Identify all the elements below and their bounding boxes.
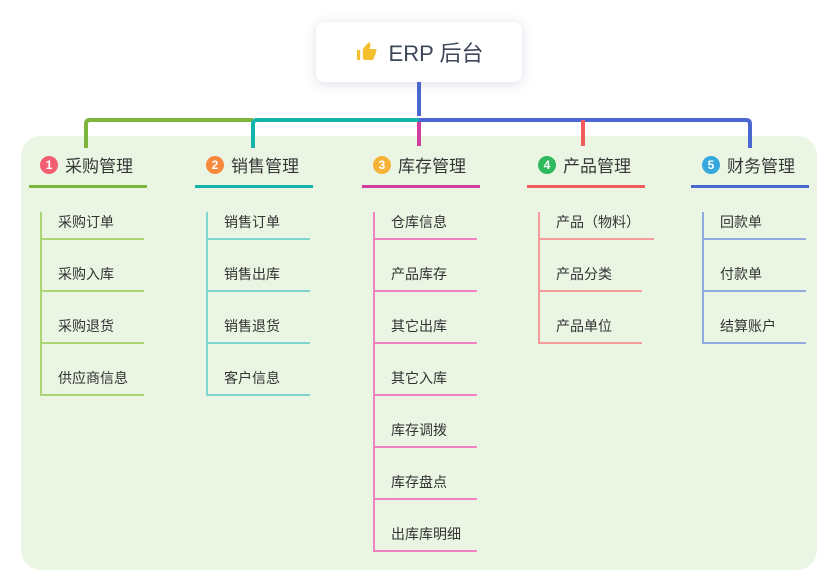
- branch-children: 销售订单 销售出库 销售退货 客户信息: [206, 212, 313, 396]
- branch-purchase: 1 采购管理 采购订单 采购入库 采购退货 供应商信息: [29, 146, 147, 396]
- child-node[interactable]: 其它出库: [373, 316, 477, 344]
- branch-badge: 2: [206, 155, 224, 174]
- branch-product: 4 产品管理 产品（物料） 产品分类 产品单位: [527, 146, 654, 344]
- branch-badge: 1: [40, 155, 58, 174]
- branch-title[interactable]: 3 库存管理: [362, 146, 480, 188]
- child-node[interactable]: 产品单位: [538, 316, 642, 344]
- branch-title-label: 销售管理: [231, 157, 299, 176]
- branch-inventory: 3 库存管理 仓库信息 产品库存 其它出库 其它入库 库存调拨 库存盘点 出库库…: [362, 146, 480, 552]
- branch-title-label: 产品管理: [563, 157, 631, 176]
- child-node[interactable]: 产品分类: [538, 264, 642, 292]
- child-node[interactable]: 供应商信息: [40, 368, 144, 396]
- child-node[interactable]: 结算账户: [702, 316, 806, 344]
- child-node[interactable]: 销售退货: [206, 316, 310, 344]
- child-node[interactable]: 产品库存: [373, 264, 477, 292]
- branch-children: 产品（物料） 产品分类 产品单位: [538, 212, 654, 344]
- branch-children: 回款单 付款单 结算账户: [702, 212, 809, 344]
- root-node[interactable]: ERP 后台: [316, 22, 522, 82]
- branch-badge: 5: [702, 155, 720, 174]
- branch-title[interactable]: 1 采购管理: [29, 146, 147, 188]
- branch-children: 仓库信息 产品库存 其它出库 其它入库 库存调拨 库存盘点 出库库明细: [373, 212, 480, 552]
- child-node[interactable]: 客户信息: [206, 368, 310, 396]
- mindmap-panel: [21, 136, 817, 570]
- child-node[interactable]: 其它入库: [373, 368, 477, 396]
- child-node[interactable]: 付款单: [702, 264, 806, 292]
- branch-title[interactable]: 5 财务管理: [691, 146, 809, 188]
- child-node[interactable]: 库存调拨: [373, 420, 477, 448]
- branch-badge: 4: [538, 155, 556, 174]
- child-node[interactable]: 采购退货: [40, 316, 144, 344]
- branch-title-label: 财务管理: [727, 157, 795, 176]
- branch-sales: 2 销售管理 销售订单 销售出库 销售退货 客户信息: [195, 146, 313, 396]
- connector-teal: [251, 118, 419, 148]
- branch-badge: 3: [373, 155, 391, 174]
- child-node[interactable]: 回款单: [702, 212, 806, 240]
- branch-finance: 5 财务管理 回款单 付款单 结算账户: [691, 146, 809, 344]
- branch-children: 采购订单 采购入库 采购退货 供应商信息: [40, 212, 147, 396]
- connector-blue: [417, 82, 752, 148]
- child-node[interactable]: 产品（物料）: [538, 212, 654, 240]
- child-node[interactable]: 销售出库: [206, 264, 310, 292]
- branch-title-label: 采购管理: [65, 157, 133, 176]
- child-node[interactable]: 仓库信息: [373, 212, 477, 240]
- branch-title-label: 库存管理: [398, 157, 466, 176]
- child-node[interactable]: 采购入库: [40, 264, 144, 292]
- thumbs-up-icon: [355, 40, 379, 64]
- root-title: ERP 后台: [388, 41, 484, 66]
- connector-green: [84, 118, 253, 148]
- child-node[interactable]: 采购订单: [40, 212, 144, 240]
- child-node[interactable]: 库存盘点: [373, 472, 477, 500]
- branch-title[interactable]: 4 产品管理: [527, 146, 645, 188]
- child-node[interactable]: 出库库明细: [373, 524, 477, 552]
- branch-title[interactable]: 2 销售管理: [195, 146, 313, 188]
- child-node[interactable]: 销售订单: [206, 212, 310, 240]
